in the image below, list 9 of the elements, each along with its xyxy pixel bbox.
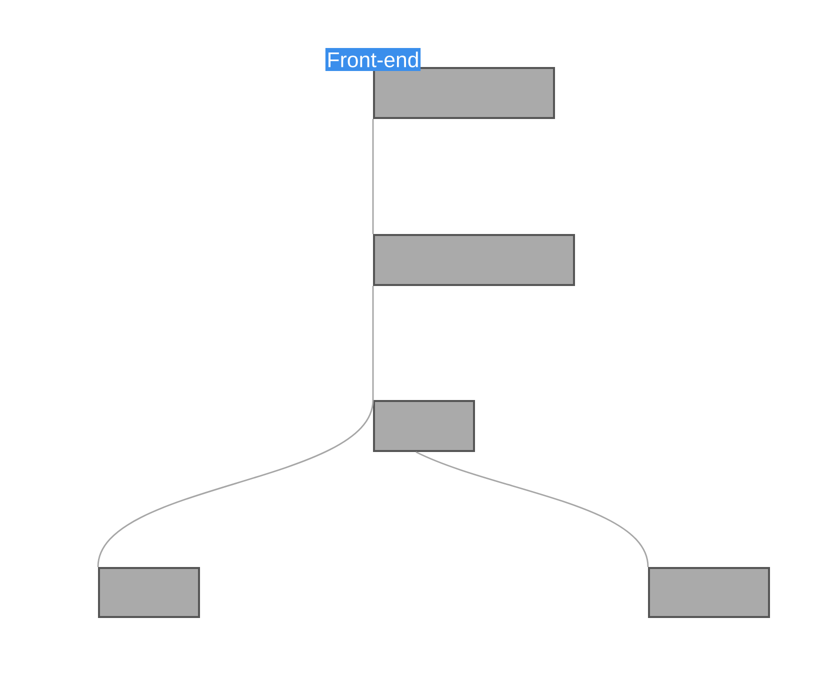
highlighted-label: Front-end xyxy=(325,48,421,71)
connector-line xyxy=(416,451,649,568)
tree-node-box xyxy=(373,400,475,452)
connector-line xyxy=(97,400,374,568)
tree-node-box xyxy=(98,567,200,618)
connector-line xyxy=(372,286,374,400)
tree-node-box xyxy=(648,567,770,618)
connector-line xyxy=(372,119,374,234)
tree-node-box xyxy=(373,234,575,286)
